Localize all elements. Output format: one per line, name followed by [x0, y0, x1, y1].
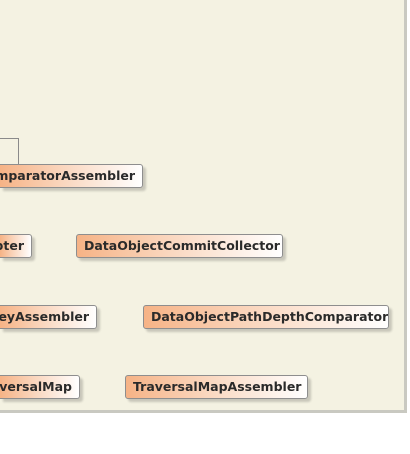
- class-node-label: DataObjectPathDepthComparator: [151, 309, 389, 324]
- class-node-label: versalMap: [0, 379, 72, 394]
- association-connector-line: [0, 138, 19, 164]
- class-node-traversal-map-assembler[interactable]: TraversalMapAssembler: [125, 375, 308, 399]
- class-node-label: eyAssembler: [0, 309, 89, 324]
- class-node-label: pter: [0, 238, 24, 253]
- class-node-label: mparatorAssembler: [0, 168, 135, 183]
- class-node-comparator-assembler[interactable]: mparatorAssembler: [0, 164, 143, 188]
- class-node-data-object-path-depth-comparator[interactable]: DataObjectPathDepthComparator: [143, 305, 389, 329]
- class-node-data-object-commit-collector[interactable]: DataObjectCommitCollector: [76, 234, 283, 258]
- class-diagram-canvas: mparatorAssembler pter DataObjectCommitC…: [0, 0, 406, 411]
- class-node-label: TraversalMapAssembler: [133, 379, 302, 394]
- class-node-traversal-map[interactable]: versalMap: [0, 375, 80, 399]
- class-node-adapter[interactable]: pter: [0, 234, 32, 258]
- canvas-edge-bottom: [0, 410, 407, 413]
- class-node-key-assembler[interactable]: eyAssembler: [0, 305, 97, 329]
- class-node-label: DataObjectCommitCollector: [84, 238, 280, 253]
- canvas-edge-right: [404, 0, 407, 413]
